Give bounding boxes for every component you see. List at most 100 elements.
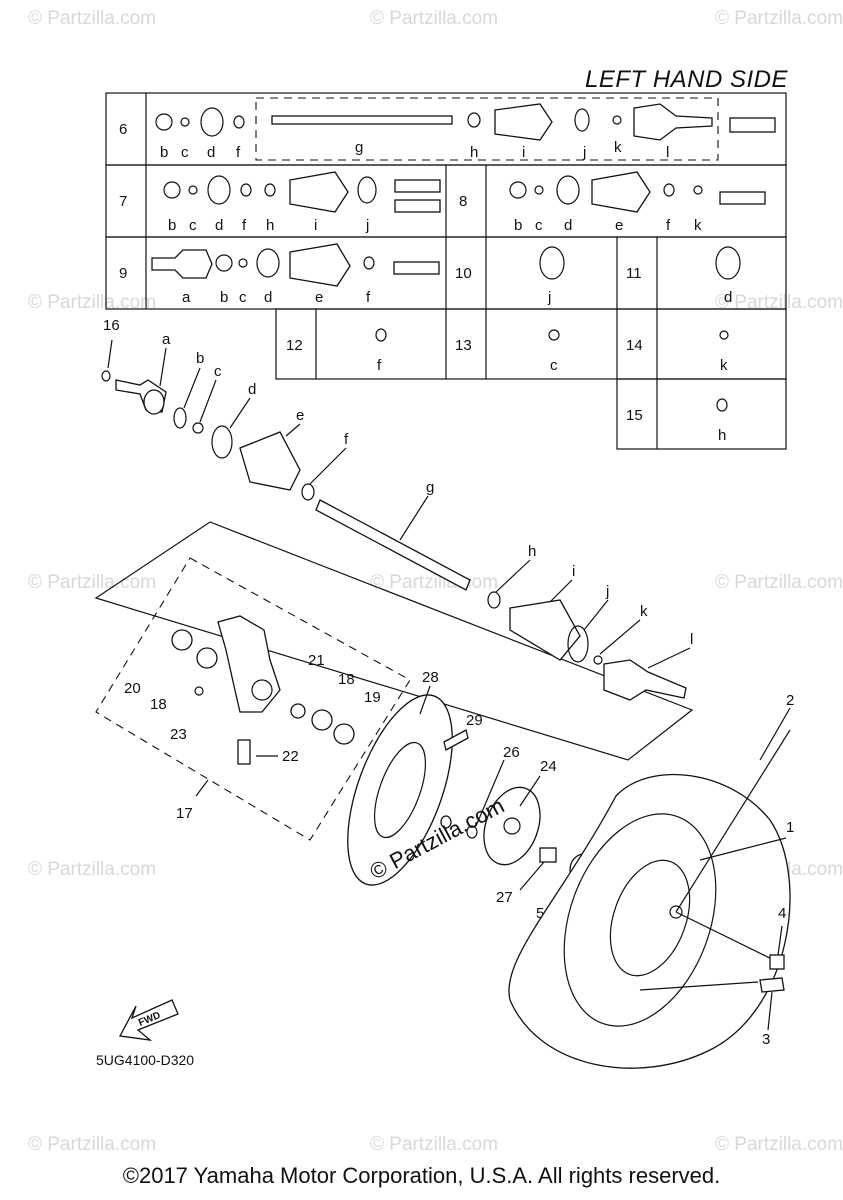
part-icon xyxy=(716,398,728,412)
part-letter: b xyxy=(514,217,522,234)
part-letter: g xyxy=(355,139,363,156)
part-letter: h xyxy=(470,144,478,161)
callout-number: 29 xyxy=(466,712,483,729)
table-row-number: 10 xyxy=(455,265,472,282)
catalog-code: 5UG4100-D320 xyxy=(96,1052,195,1068)
side-label: LEFT HAND SIDE xyxy=(584,66,788,93)
watermark-text: © Partzilla.com xyxy=(715,8,843,29)
part-letter: f xyxy=(242,217,247,234)
part-letter: f xyxy=(666,217,671,234)
callout-letter: j xyxy=(605,583,609,600)
callout-letter: l xyxy=(690,631,693,648)
callout-number: 3 xyxy=(762,1031,770,1048)
part-icon xyxy=(715,246,741,280)
callout-number: 21 xyxy=(308,652,325,669)
part-letter: d xyxy=(215,217,223,234)
callout-number: 4 xyxy=(778,905,786,922)
drive-shaft-assembly: 16 a b c d e f g h i j k l xyxy=(94,317,693,761)
wheel-assembly: 28 29 26 24 27 5 4 xyxy=(347,669,794,1069)
part-letter: f xyxy=(377,357,382,374)
part-letter: c xyxy=(189,217,197,234)
parts-table: 6 7 8 9 10 11 12 13 14 15 b c d f g h xyxy=(105,92,787,450)
fwd-arrow-icon: FWD xyxy=(118,999,179,1041)
watermark-text: © Partzilla.com xyxy=(370,8,498,29)
part-letter: e xyxy=(615,217,623,234)
callout-letter: i xyxy=(572,563,575,580)
part-letter: j xyxy=(582,144,586,161)
watermark-text: © Partzilla.com xyxy=(28,572,156,593)
table-row-number: 7 xyxy=(119,193,127,210)
part-letter: k xyxy=(720,357,728,374)
callout-number: 2 xyxy=(786,692,794,709)
callout-letter: d xyxy=(248,381,256,398)
callout-number: 16 xyxy=(103,317,120,334)
watermark-text: © Partzilla.com xyxy=(28,859,156,880)
watermark-text: © Partzilla.com xyxy=(28,1134,156,1155)
watermark-text: © Partzilla.com xyxy=(28,8,156,29)
callout-letter: b xyxy=(196,350,204,367)
part-letter: c xyxy=(550,357,558,374)
callout-number: 26 xyxy=(503,744,520,761)
callout-number: 22 xyxy=(282,748,299,765)
part-letter: b xyxy=(220,289,228,306)
callout-number: 18 xyxy=(338,671,355,688)
callout-letter: e xyxy=(296,407,304,424)
table-row-number: 15 xyxy=(626,407,643,424)
watermark-text: © Partzilla.com xyxy=(715,292,843,313)
table-row-number: 6 xyxy=(119,121,127,138)
part-icon xyxy=(548,329,560,341)
part-letter: f xyxy=(366,289,371,306)
callout-letter: h xyxy=(528,543,536,560)
callout-number: 24 xyxy=(540,758,557,775)
copyright-notice: ©2017 Yamaha Motor Corporation, U.S.A. A… xyxy=(122,1163,721,1188)
callout-number: 5 xyxy=(536,905,544,922)
part-letter: k xyxy=(614,139,622,156)
part-letter: j xyxy=(365,217,369,234)
watermark-text: © Partzilla.com xyxy=(370,572,498,593)
callout-number: 1 xyxy=(786,819,794,836)
watermark-text: © Partzilla.com xyxy=(28,292,156,313)
row6-parts: b c d f g h i j k l xyxy=(155,103,776,161)
callout-letter: a xyxy=(162,331,171,348)
table-row-number: 8 xyxy=(459,193,467,210)
part-letter: h xyxy=(266,217,274,234)
callout-number: 23 xyxy=(170,726,187,743)
part-letter: b xyxy=(160,144,168,161)
part-letter: d xyxy=(564,217,572,234)
watermark-text: © Partzilla.com xyxy=(715,1134,843,1155)
table-row-number: 14 xyxy=(626,337,643,354)
part-letter: i xyxy=(314,217,317,234)
table-row-number: 12 xyxy=(286,337,303,354)
part-letter: i xyxy=(522,144,525,161)
callout-number: 18 xyxy=(150,696,167,713)
part-letter: e xyxy=(315,289,323,306)
part-letter: a xyxy=(182,289,191,306)
part-letter: c xyxy=(535,217,543,234)
callout-number: 27 xyxy=(496,889,513,906)
callout-number: 17 xyxy=(176,805,193,822)
knuckle-assembly: 20 18 23 21 18 19 22 17 xyxy=(95,557,411,841)
watermark-text: © Partzilla.com xyxy=(370,1134,498,1155)
part-letter: c xyxy=(181,144,189,161)
part-letter: d xyxy=(724,289,732,306)
callout-number: 20 xyxy=(124,680,141,697)
callout-number: 28 xyxy=(422,669,439,686)
callout-letter: f xyxy=(344,431,349,448)
watermark-text: © Partzilla.com xyxy=(715,572,843,593)
row8-parts: b c d e f k xyxy=(509,171,766,234)
part-letter: l xyxy=(666,144,669,161)
part-letter: f xyxy=(236,144,241,161)
table-row-number: 13 xyxy=(455,337,472,354)
part-letter: j xyxy=(547,289,551,306)
table-row-number: 11 xyxy=(626,265,642,282)
callout-number: 19 xyxy=(364,689,381,706)
table-row-number: 9 xyxy=(119,265,127,282)
row7-parts: b c d f h i j xyxy=(163,171,441,234)
part-letter: d xyxy=(207,144,215,161)
callout-letter: k xyxy=(640,603,648,620)
part-letter: b xyxy=(168,217,176,234)
part-icon xyxy=(719,330,729,340)
row9-parts: a b c d e f xyxy=(151,243,440,306)
part-icon xyxy=(539,246,565,280)
